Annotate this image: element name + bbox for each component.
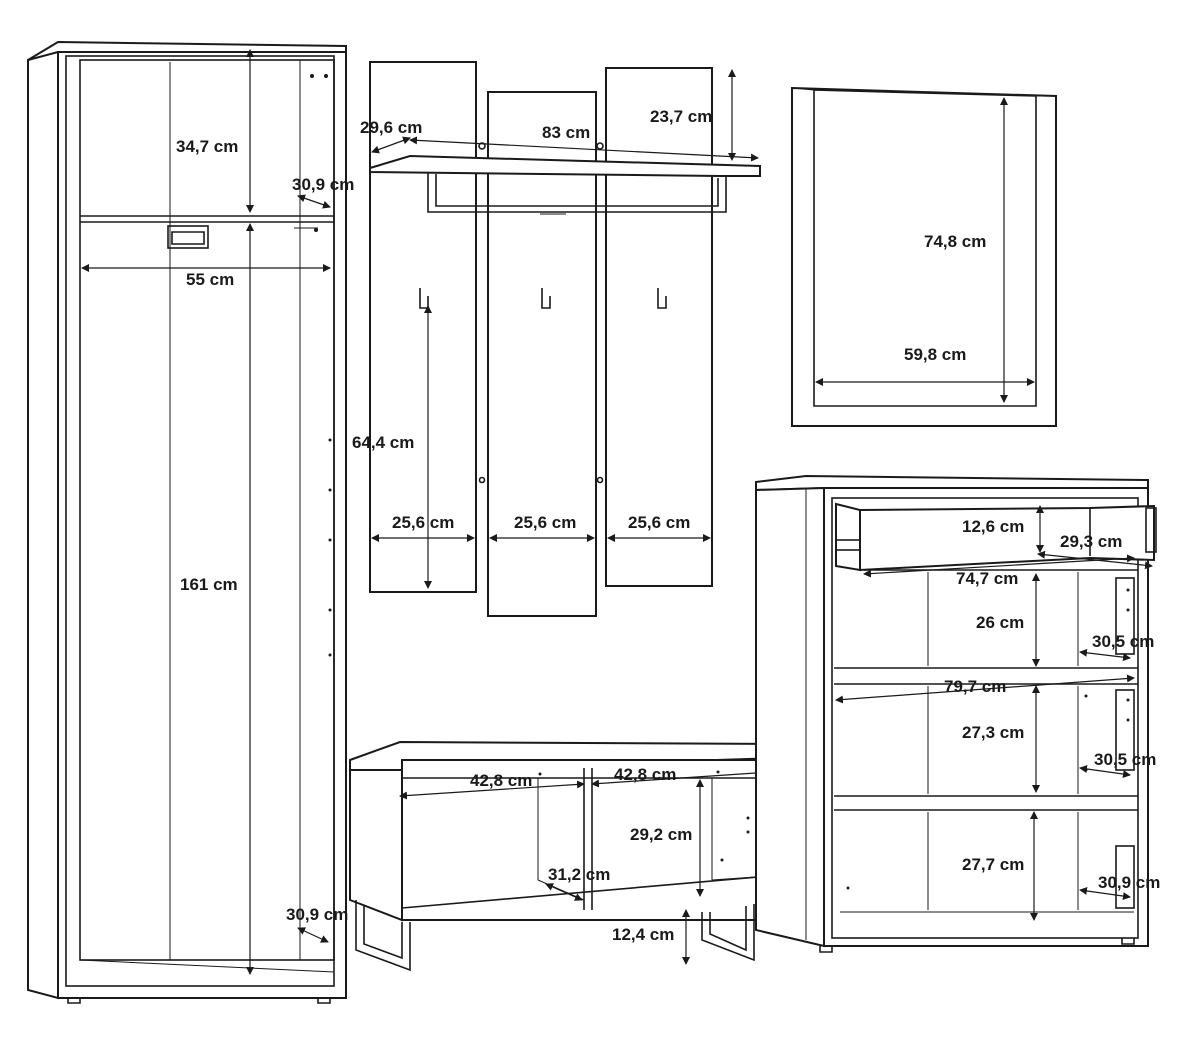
coat-rack-hook-height-label: 64,4 cm <box>352 433 414 452</box>
coat-rack-rail <box>427 172 727 213</box>
coat-hook-3 <box>657 288 667 309</box>
shoe-cabinet-drawer-depth-label: 29,3 cm <box>1060 532 1122 551</box>
bench-leg-height-label: 12,4 cm <box>612 925 674 944</box>
shoe-cabinet-side <box>755 486 825 948</box>
bench-front <box>401 759 779 921</box>
shoe-cabinet-labels: 12,6 cm 29,3 cm 74,7 cm 26 cm 30,5 cm 79… <box>944 517 1160 892</box>
coat-rack-shelf-depth-label: 29,6 cm <box>360 118 422 137</box>
wardrobe-labels: 34,7 cm 30,9 cm 55 cm 161 cm 30,9 cm <box>176 137 354 924</box>
shoe-cabinet-foot <box>819 946 833 953</box>
bench-right-width-label: 42,8 cm <box>614 765 676 784</box>
wardrobe-upper-height-label: 34,7 cm <box>176 137 238 156</box>
shoe-cabinet-drawer-width-label: 74,7 cm <box>956 569 1018 588</box>
coat-panel-middle <box>487 91 597 617</box>
wardrobe-width-label: 55 cm <box>186 270 234 289</box>
bench-inner-height-label: 29,2 cm <box>630 825 692 844</box>
coat-panel-right-width-label: 25,6 cm <box>628 513 690 532</box>
coat-panel-middle-width-label: 25,6 cm <box>514 513 576 532</box>
bench-leg-right <box>701 904 755 962</box>
shoe-cabinet-compartment-1-depth-label: 30,5 cm <box>1092 632 1154 651</box>
wardrobe-front <box>57 51 347 999</box>
mirror-width-label: 59,8 cm <box>904 345 966 364</box>
bench-labels: 42,8 cm 42,8 cm 29,2 cm 31,2 cm 12,4 cm <box>470 765 692 944</box>
coat-rack-shelf-width-label: 83 cm <box>542 123 590 142</box>
wardrobe-shelf-depth-label: 30,9 cm <box>292 175 354 194</box>
wardrobe-dimension-lines <box>81 49 331 975</box>
bench-depth-label: 31,2 cm <box>548 865 610 884</box>
coat-hook-2 <box>541 288 551 309</box>
coat-panel-right <box>605 67 713 587</box>
mirror-height-label: 74,8 cm <box>924 232 986 251</box>
shoe-cabinet-inner-width-label: 79,7 cm <box>944 677 1006 696</box>
coat-rack-shelf-height-label: 23,7 cm <box>650 107 712 126</box>
shoe-cabinet-dimension-lines <box>835 505 1153 921</box>
coat-rack-dimension-lines <box>371 69 759 589</box>
wardrobe-hanger-bracket <box>167 225 209 249</box>
wardrobe-height-label: 161 cm <box>180 575 238 594</box>
bench-left-width-label: 42,8 cm <box>470 771 532 790</box>
mirror-dimension-lines <box>815 97 1035 403</box>
shoe-cabinet-compartment-3-depth-label: 30,9 cm <box>1098 873 1160 892</box>
mirror-labels: 74,8 cm 59,8 cm <box>904 232 986 364</box>
coat-rack-labels: 29,6 cm 83 cm 23,7 cm 64,4 cm 25,6 cm 25… <box>352 107 712 532</box>
bench-leg-left <box>355 900 411 972</box>
bench-dimension-lines <box>399 768 771 965</box>
mirror-frame <box>791 86 1057 427</box>
coat-panel-left-width-label: 25,6 cm <box>392 513 454 532</box>
wardrobe-foot <box>67 998 81 1004</box>
shoe-cabinet-compartment-2-depth-label: 30,5 cm <box>1094 750 1156 769</box>
shoe-cabinet-compartment-3-height-label: 27,7 cm <box>962 855 1024 874</box>
wardrobe-depth-label: 30,9 cm <box>286 905 348 924</box>
shoe-cabinet-drawer <box>835 502 861 572</box>
shoe-cabinet-drawer-height-label: 12,6 cm <box>962 517 1024 536</box>
bench-side <box>349 769 403 922</box>
shoe-cabinet-compartment-1-height-label: 26 cm <box>976 613 1024 632</box>
wardrobe-drawing <box>27 40 347 1004</box>
wardrobe-body <box>27 50 59 1000</box>
shoe-cabinet-compartment-2-height-label: 27,3 cm <box>962 723 1024 742</box>
mirror-drawing <box>791 86 1057 427</box>
